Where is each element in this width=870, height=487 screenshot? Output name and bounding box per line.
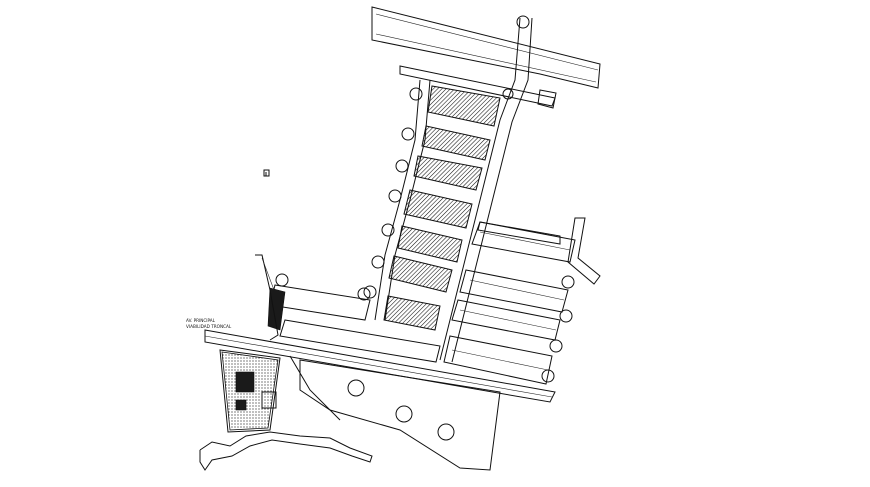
branch-road-east <box>477 217 601 285</box>
block-4 <box>403 189 473 229</box>
annotation-line-1: AV. PRINCIPAL <box>186 318 216 323</box>
lot-markers-east <box>541 275 575 383</box>
road-annotation: AV. PRINCIPAL VIABILIDAD TRONCAL <box>186 318 232 329</box>
block-1 <box>427 85 501 127</box>
north-marker-icon <box>263 169 270 177</box>
block-7 <box>383 295 441 331</box>
main-avenue <box>204 329 556 403</box>
block-6 <box>388 255 453 293</box>
block-2 <box>421 125 491 161</box>
hatched-blocks <box>383 85 501 331</box>
west-lots <box>255 254 441 363</box>
block-3 <box>413 155 483 191</box>
site-boundary <box>199 431 373 471</box>
lot-markers-west <box>363 87 423 299</box>
east-streets <box>443 221 576 385</box>
annotation-line-2: VIABILIDAD TRONCAL <box>186 324 232 329</box>
access-road-north <box>439 15 533 363</box>
cross-road-top <box>399 65 557 109</box>
south-development <box>219 349 501 471</box>
block-5 <box>397 225 463 263</box>
highway-top <box>371 6 601 89</box>
